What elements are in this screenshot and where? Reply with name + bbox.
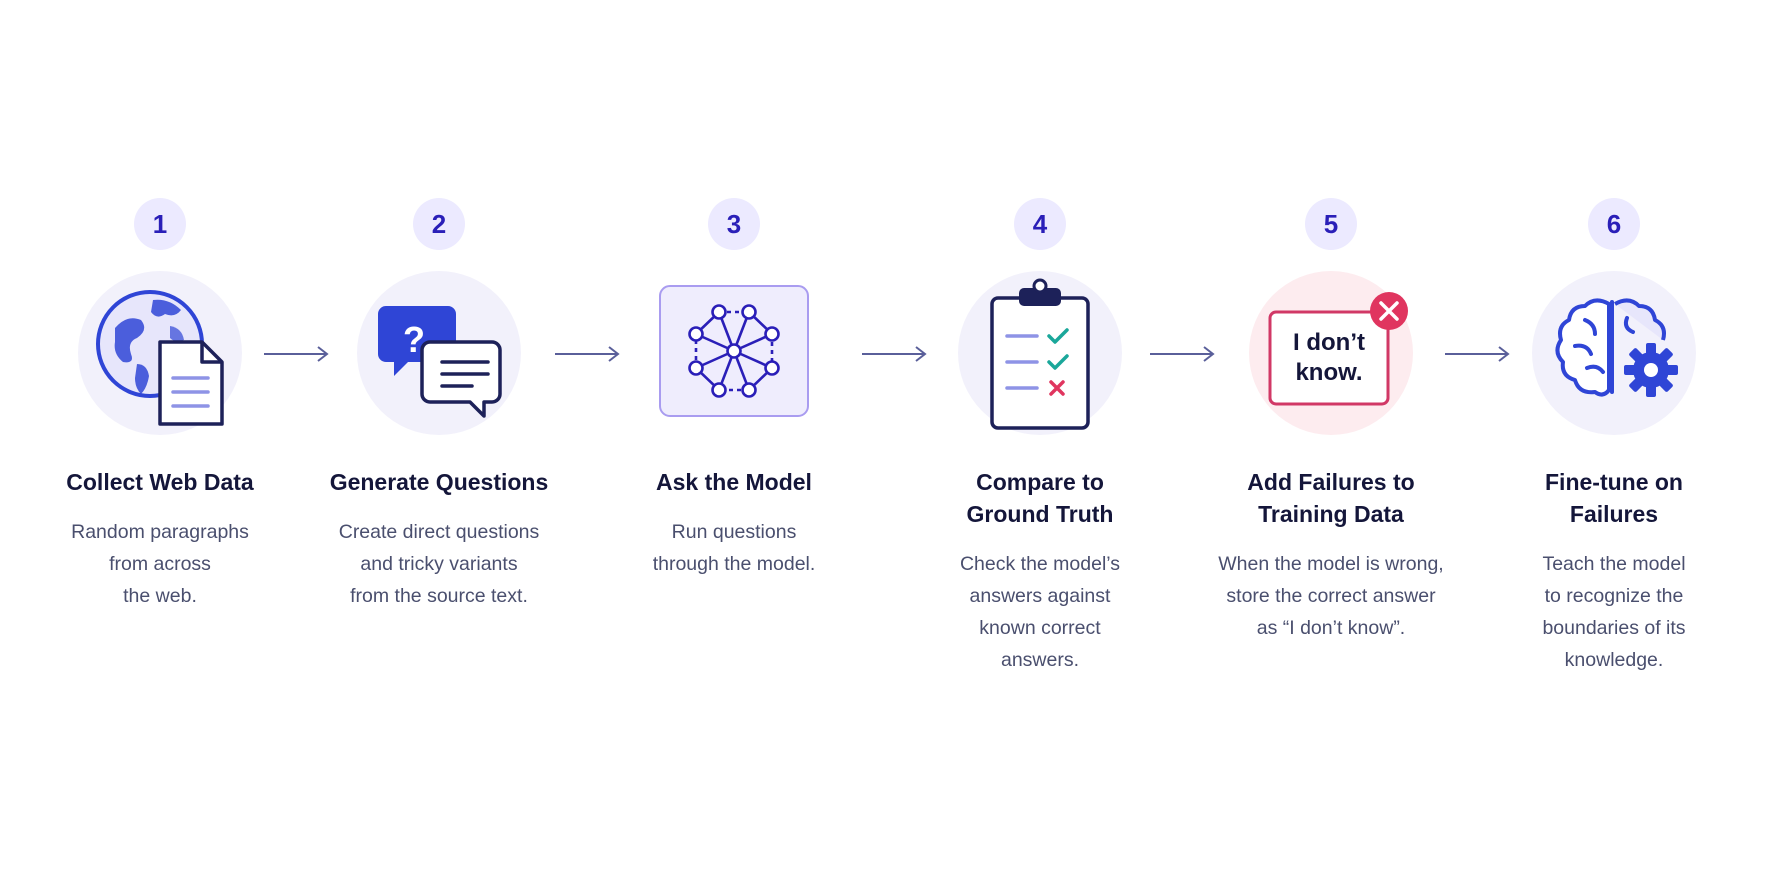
title-line: Compare to xyxy=(976,469,1104,495)
description-line: answers. xyxy=(1000,649,1080,671)
description-line: boundaries of its xyxy=(1542,617,1686,639)
description-line: known correct xyxy=(979,617,1101,639)
step-title: Fine-tune on Failures xyxy=(1464,466,1764,530)
svg-text:?: ? xyxy=(403,319,425,360)
step-title: Add Failures to Training Data xyxy=(1181,466,1481,530)
description-line: answers against xyxy=(969,585,1111,607)
title-line: Failures xyxy=(1569,501,1659,527)
step-description: Create direct questions and tricky varia… xyxy=(289,516,589,612)
step-description: Check the model’s answers against known … xyxy=(890,548,1190,676)
i-dont-know-card-icon: I don’t know. xyxy=(1246,268,1416,438)
step-number-badge: 2 xyxy=(413,198,465,250)
title-line: Ground Truth xyxy=(966,501,1114,527)
description-line: Run questions xyxy=(671,521,797,543)
description-line: Random paragraphs xyxy=(71,521,249,543)
icon-card-text: I don’t xyxy=(1293,329,1365,356)
title-line: Add Failures to xyxy=(1247,469,1415,495)
neural-network-icon xyxy=(649,268,819,438)
step-description: Run questions through the model. xyxy=(584,516,884,580)
arrow-icon xyxy=(1445,346,1510,362)
clipboard-checklist-icon xyxy=(955,268,1125,438)
title-line: Fine-tune on xyxy=(1545,469,1683,495)
step-number-badge: 4 xyxy=(1014,198,1066,250)
title-line: Training Data xyxy=(1258,501,1404,527)
arrow-icon xyxy=(1150,346,1215,362)
description-line: Create direct questions xyxy=(338,521,540,543)
description-line: the web. xyxy=(123,585,197,607)
description-line: from the source text. xyxy=(350,585,528,607)
step-number-badge: 5 xyxy=(1305,198,1357,250)
question-chat-icon: ? xyxy=(354,268,524,438)
globe-document-icon xyxy=(75,268,245,438)
step-description: Random paragraphs from across the web. xyxy=(10,516,310,612)
step-number-badge: 1 xyxy=(134,198,186,250)
step-description: Teach the model to recognize the boundar… xyxy=(1464,548,1764,676)
title-line: Generate Questions xyxy=(329,469,549,495)
step-number-badge: 6 xyxy=(1588,198,1640,250)
arrow-icon xyxy=(264,346,329,362)
title-line: Ask the Model xyxy=(656,469,812,495)
icon-card-text: know. xyxy=(1295,359,1362,386)
description-line: knowledge. xyxy=(1564,649,1664,671)
description-line: to recognize the xyxy=(1544,585,1684,607)
description-line: When the model is wrong, xyxy=(1218,553,1444,575)
step-description: When the model is wrong, store the corre… xyxy=(1181,548,1481,644)
description-line: store the correct answer xyxy=(1226,585,1436,607)
step-title: Generate Questions xyxy=(289,466,589,498)
step-number-badge: 3 xyxy=(708,198,760,250)
description-line: from across xyxy=(109,553,211,575)
arrow-icon xyxy=(862,346,927,362)
step-title: Ask the Model xyxy=(584,466,884,498)
description-line: as “I don’t know”. xyxy=(1256,617,1406,639)
step-title: Compare to Ground Truth xyxy=(890,466,1190,530)
title-line: Collect Web Data xyxy=(66,469,254,495)
description-line: and tricky variants xyxy=(360,553,518,575)
brain-gear-icon xyxy=(1529,268,1699,438)
arrow-icon xyxy=(555,346,620,362)
step-title: Collect Web Data xyxy=(10,466,310,498)
description-line: Teach the model xyxy=(1542,553,1686,575)
description-line: Check the model’s xyxy=(959,553,1121,575)
description-line: through the model. xyxy=(652,553,816,575)
